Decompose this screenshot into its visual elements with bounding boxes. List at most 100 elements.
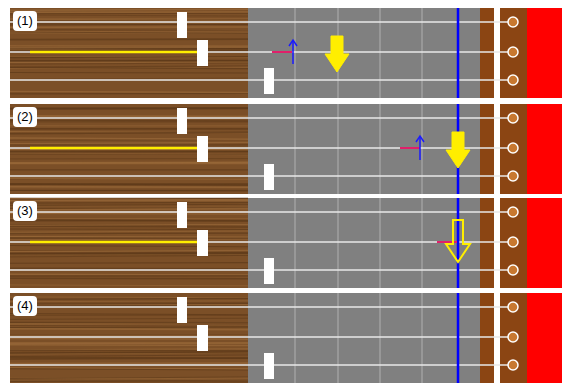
wood-grain [10,352,248,353]
panel [10,198,562,288]
tuning-peg [508,265,518,275]
wood-grain [10,267,248,269]
tuning-peg [508,17,518,27]
wood-grain [10,128,248,130]
wood-grain [10,38,248,40]
red-panel [527,198,562,288]
wood-grain [10,61,248,63]
wood-grain [10,275,248,277]
string [10,269,513,271]
bridge [177,202,187,228]
string [10,51,513,53]
wood-grain [10,352,248,353]
wood-grain [10,377,248,378]
panel [10,293,562,383]
wood-grain [10,328,248,330]
wood-grain [10,220,248,221]
wood-grain [10,228,248,230]
tuning-peg [508,237,518,247]
wood-grain [10,144,248,145]
vibrating-string [30,51,203,54]
wood-grain [10,207,248,208]
wood-grain [10,368,248,369]
tuning-peg [508,75,518,85]
tuning-peg [508,207,518,217]
wood-grain [10,47,248,49]
tuning-peg [508,143,518,153]
press-arrow [325,36,349,72]
wood-grain [10,19,248,21]
wood-grain [10,158,248,159]
wood-grain [10,91,248,92]
string [10,175,513,177]
wood-grain [10,115,248,117]
wood-grain [10,300,248,302]
wood-grain [10,304,248,305]
red-panel [527,104,562,194]
wood-grain [10,138,248,139]
string [10,241,513,243]
wood-grain [10,255,248,256]
wood-grain [10,48,248,50]
wood-grain [10,162,248,164]
wood-grain [10,209,248,210]
wood-grain [10,162,248,163]
wood-grain [10,239,248,241]
wood-grain [10,324,248,326]
wood-grain [10,252,248,254]
wood-grain [10,15,248,16]
wood-grain [10,342,248,343]
wood-grain [10,56,248,58]
wood-grain [10,93,248,95]
wood-grain [10,153,248,154]
wood-grain [10,329,248,330]
hit-line [457,8,460,98]
wood-grain [10,151,248,153]
wood-grain [10,128,248,129]
wood-grain [10,154,248,155]
wood-grain [10,357,248,358]
bridge [197,325,208,351]
wood-grain [10,213,248,215]
tuning-peg [508,113,518,123]
tuning-peg [508,302,518,312]
wood-grain [10,342,248,344]
wood-grain [10,122,248,123]
red-panel [527,293,562,383]
wood-grain [10,274,248,276]
pluck-arrow [419,137,421,160]
wood-grain [10,145,248,146]
wood-grain [10,190,248,191]
note-marker [400,147,420,149]
panel-number: (3) [13,201,37,221]
wood-grain [10,322,248,323]
wood-grain [10,24,248,26]
tuning-peg [508,332,518,342]
wood-grain [10,277,248,279]
pluck-arrow-head [289,40,297,46]
wood-grain [10,177,248,178]
wood-grain [10,184,248,185]
tuning-peg [508,47,518,57]
wood-grain [10,186,248,188]
bridge [177,297,187,323]
wood-grain [10,49,248,50]
wood-grain [10,163,248,164]
panel-number: (2) [13,107,37,127]
wood-grain [10,224,248,226]
wood-grain [10,46,248,48]
wood-grain [10,150,248,152]
wood-grain [10,318,248,319]
note-marker [272,51,292,53]
wood-grain [10,231,248,232]
wood-grain [10,29,248,30]
wood-grain [10,377,248,379]
wood-grain [10,338,248,340]
wood-grain [10,313,248,314]
wood-grain [10,31,248,34]
wood-grain [10,11,248,13]
bridge [264,164,274,190]
string [10,306,513,308]
